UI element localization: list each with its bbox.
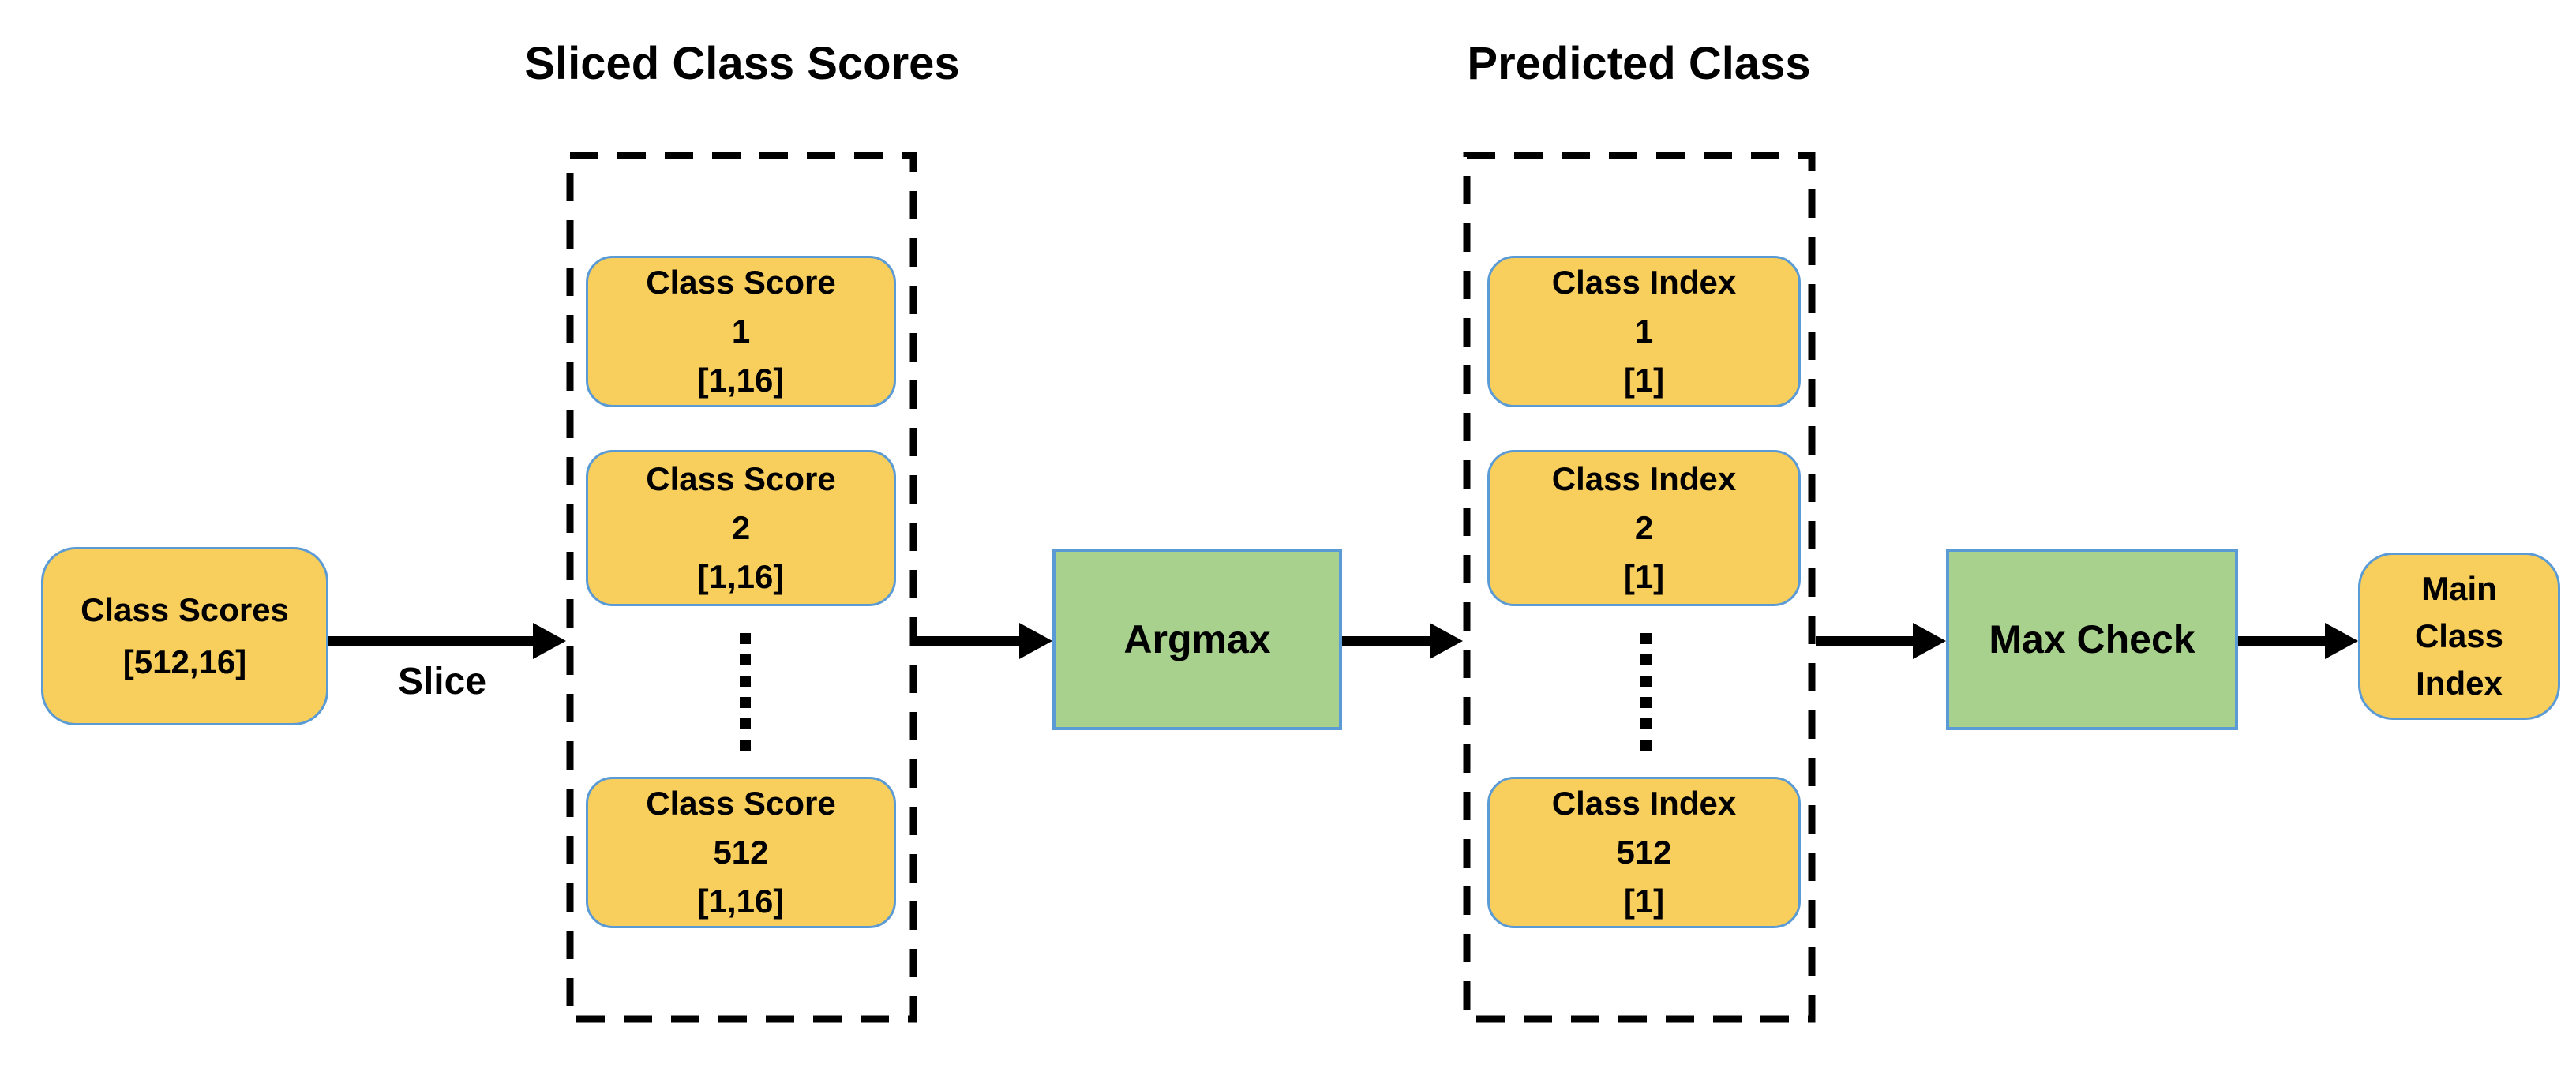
class-index-2-line1: Class Index [1551, 460, 1737, 497]
class-score-512-line2: 512 [713, 834, 769, 871]
class-scores-node-line2: [512,16] [122, 643, 247, 680]
group-title-sliced-class-scores: Sliced Class Scores [524, 38, 960, 89]
argmax-op-box: Argmax [1052, 549, 1342, 730]
max-check-op-box: Max Check [1946, 549, 2238, 730]
class-score-2-line2: 2 [731, 509, 751, 546]
class-index-512-box: Class Index 512 [1] [1487, 777, 1801, 928]
class-index-512-line1: Class Index [1551, 785, 1737, 822]
predicted-group-vertical-ellipsis [1640, 633, 1652, 751]
main-class-index-node: Main Class Index [2358, 553, 2560, 720]
sliced-group-border [566, 152, 917, 1023]
group-title-predicted-class: Predicted Class [1467, 38, 1811, 89]
class-index-1-line2: 1 [1634, 313, 1654, 350]
class-score-1-line2: 1 [731, 313, 751, 350]
arrow-to-maxcheck-shaft [1816, 636, 1913, 646]
slice-arrow-shaft [328, 636, 533, 646]
class-score-2-line1: Class Score [646, 460, 836, 497]
arrow-to-output-head [2325, 623, 2358, 659]
main-class-index-line1: Main [2421, 570, 2497, 607]
main-class-index-line3: Index [2416, 665, 2503, 702]
arrow-to-argmax-head [1019, 623, 1052, 659]
class-score-512-line1: Class Score [646, 785, 836, 822]
arrow-to-output-shaft [2238, 636, 2325, 646]
slice-arrow-head [533, 623, 566, 659]
class-score-512-box: Class Score 512 [1,16] [586, 777, 896, 928]
class-index-2-line2: 2 [1634, 509, 1654, 546]
class-score-1-box: Class Score 1 [1,16] [586, 256, 896, 407]
arrow-to-maxcheck-head [1913, 623, 1946, 659]
class-index-1-line1: Class Index [1551, 264, 1737, 301]
sliced-group-vertical-ellipsis [740, 633, 751, 751]
class-score-1-line1: Class Score [646, 264, 836, 301]
class-score-2-box: Class Score 2 [1,16] [586, 450, 896, 606]
class-index-2-line3: [1] [1623, 558, 1665, 595]
class-index-1-box: Class Index 1 [1] [1487, 256, 1801, 407]
class-scores-node-line1: Class Scores [81, 591, 289, 628]
class-index-512-line2: 512 [1616, 834, 1672, 871]
class-score-2-line3: [1,16] [697, 558, 785, 595]
argmax-label: Argmax [1123, 617, 1271, 661]
class-index-2-box: Class Index 2 [1] [1487, 450, 1801, 606]
arrow-to-argmax-shaft [917, 636, 1019, 646]
main-class-index-line2: Class [2414, 617, 2504, 654]
arrow-to-predicted-head [1430, 623, 1463, 659]
predicted-group-border [1463, 152, 1816, 1023]
arrow-to-predicted-shaft [1342, 636, 1430, 646]
slice-arrow-label: Slice [397, 661, 487, 703]
class-score-1-line3: [1,16] [697, 362, 785, 399]
class-index-512-line3: [1] [1623, 883, 1665, 920]
class-scores-node: Class Scores [512,16] [41, 547, 328, 725]
max-check-label: Max Check [1989, 617, 2195, 661]
class-index-1-line3: [1] [1623, 362, 1665, 399]
class-score-512-line3: [1,16] [697, 883, 785, 920]
